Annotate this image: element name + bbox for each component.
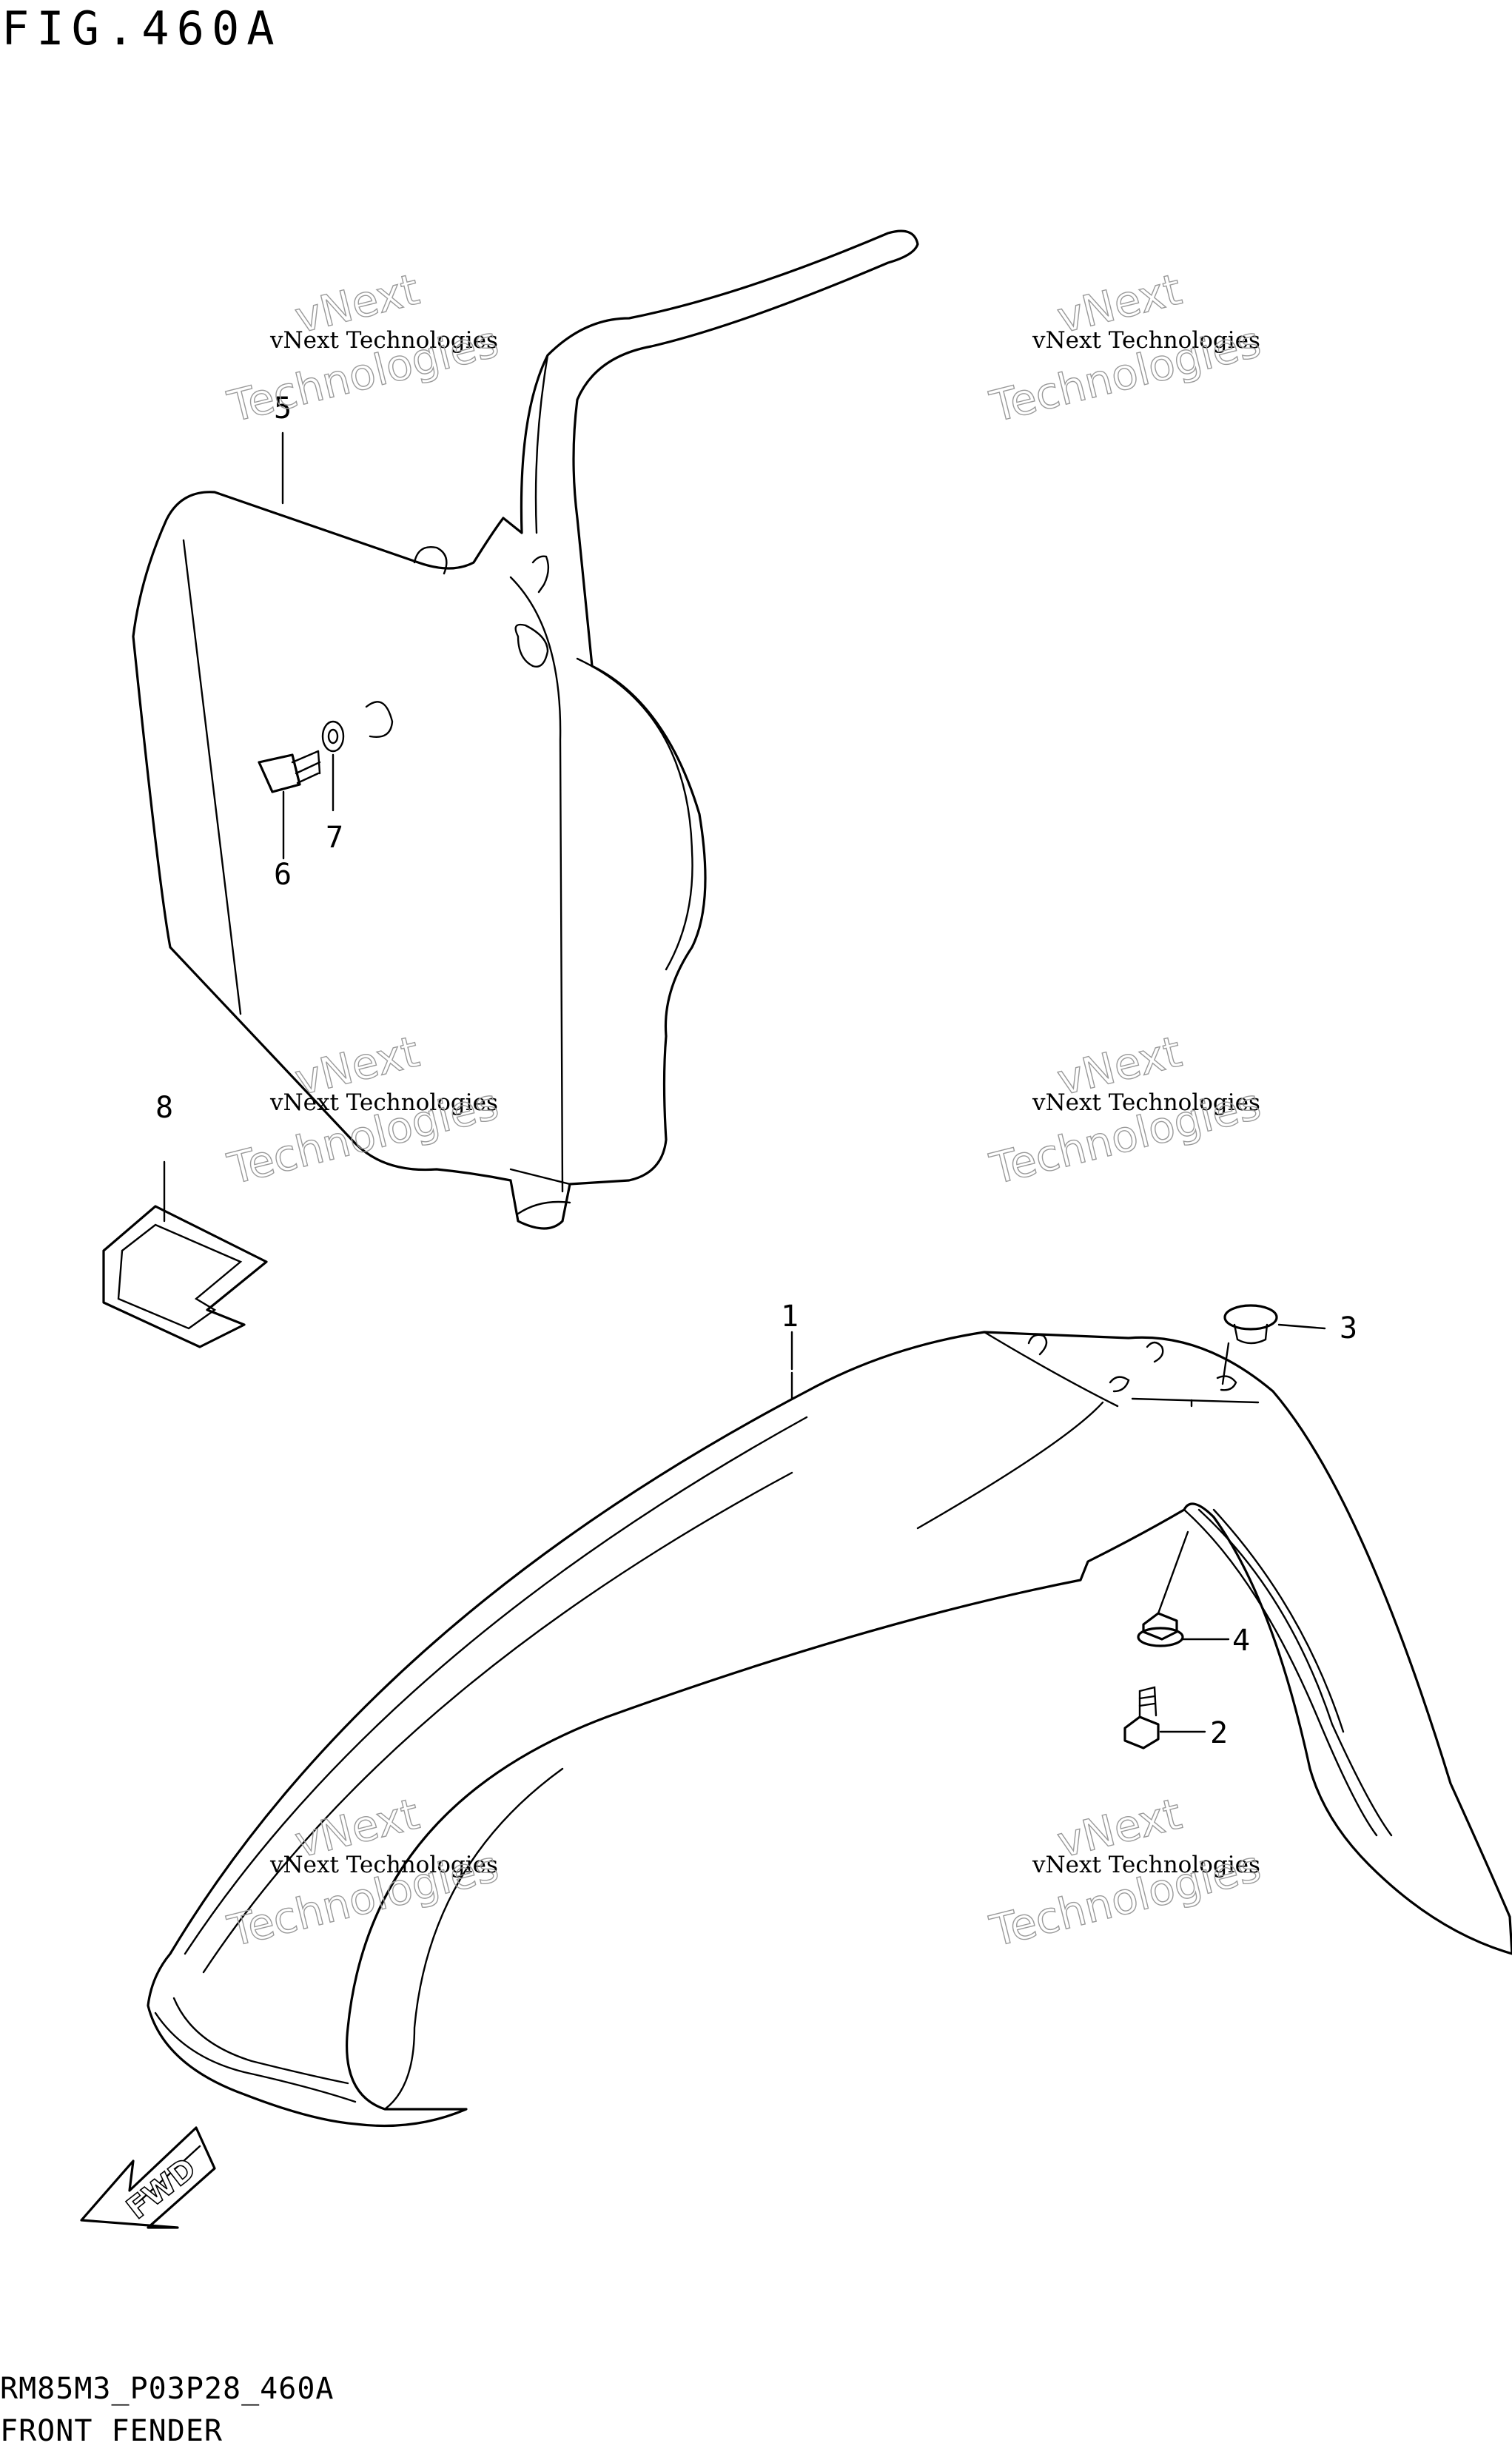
grommet bbox=[1221, 1304, 1326, 1385]
drawing-code: RM85M3_P03P28_460A bbox=[0, 2372, 335, 2406]
callout-6: 6 bbox=[274, 858, 292, 892]
number-plate bbox=[132, 229, 919, 1230]
watermark-5: vNext Technologies vNext Technologies bbox=[222, 1788, 503, 1957]
front-fender bbox=[147, 1331, 1512, 2128]
watermark-text: vNext Technologies bbox=[269, 1852, 498, 1878]
nut bbox=[1137, 1530, 1230, 1647]
fwd-arrow: FWD bbox=[80, 2126, 216, 2229]
watermark-text: vNext Technologies bbox=[269, 327, 498, 354]
watermark-text: vNext Technologies bbox=[1032, 327, 1260, 354]
watermark-text: vNext Technologies bbox=[1032, 1089, 1260, 1116]
emblem bbox=[102, 1160, 268, 1348]
watermark-1: vNext Technologies vNext Technologies bbox=[222, 263, 503, 433]
callout-5: 5 bbox=[274, 391, 292, 426]
watermark-3: vNext Technologies vNext Technologies bbox=[222, 1026, 503, 1195]
fender-bolt bbox=[1123, 1686, 1206, 1750]
callout-3: 3 bbox=[1340, 1311, 1357, 1345]
figure-caption: FRONT FENDER bbox=[0, 2414, 223, 2448]
plate-bolt bbox=[258, 750, 321, 860]
callout-8: 8 bbox=[155, 1091, 173, 1125]
watermark-text: vNext Technologies bbox=[1032, 1852, 1260, 1878]
watermark-6: vNext Technologies vNext Technologies bbox=[984, 1788, 1266, 1957]
washer bbox=[321, 720, 345, 812]
figure-title: FIG.460A bbox=[1, 1, 282, 56]
watermark-text: vNext Technologies bbox=[269, 1089, 498, 1116]
watermark-4: vNext Technologies vNext Technologies bbox=[984, 1026, 1266, 1195]
callout-4: 4 bbox=[1232, 1624, 1250, 1658]
watermark-2: vNext Technologies vNext Technologies bbox=[984, 263, 1266, 433]
callout-1: 1 bbox=[781, 1300, 799, 1334]
callout-7: 7 bbox=[326, 821, 343, 855]
callout-2: 2 bbox=[1210, 1716, 1228, 1750]
